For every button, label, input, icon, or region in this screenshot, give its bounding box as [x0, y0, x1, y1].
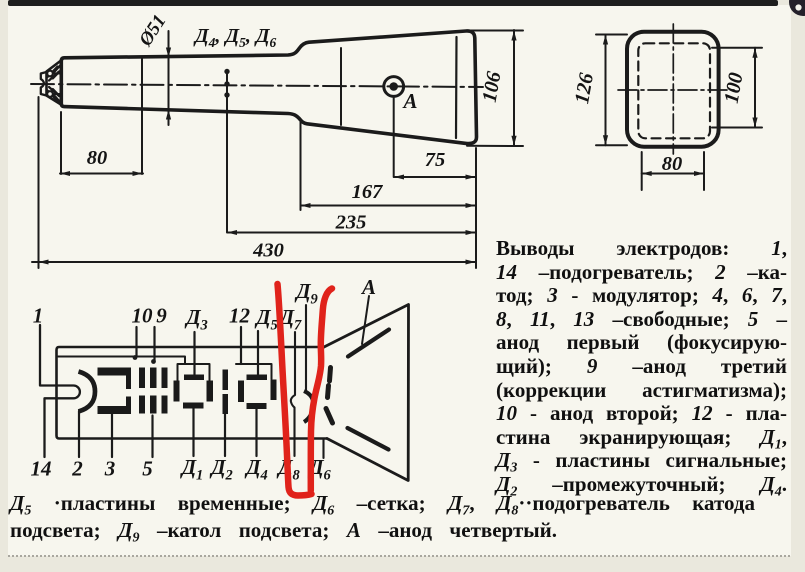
svg-text:106: 106 — [479, 69, 506, 104]
svg-text:Д4, Д5, Д6: Д4, Д5, Д6 — [193, 25, 277, 50]
svg-text:80: 80 — [662, 153, 683, 175]
svg-text:3: 3 — [104, 457, 116, 481]
svg-text:430: 430 — [252, 240, 284, 262]
svg-text:Д4: Д4 — [244, 455, 268, 484]
svg-text:Д9: Д9 — [294, 279, 318, 308]
svg-text:9: 9 — [156, 304, 167, 328]
svg-text:1: 1 — [33, 304, 44, 328]
svg-text:167: 167 — [352, 181, 384, 203]
svg-text:235: 235 — [335, 212, 367, 234]
svg-text:12: 12 — [229, 304, 251, 328]
svg-text:Д2: Д2 — [209, 455, 233, 484]
svg-text:Д1: Д1 — [180, 455, 204, 484]
svg-text:Д5: Д5 — [254, 305, 278, 334]
svg-text:А: А — [401, 89, 417, 113]
svg-text:А: А — [360, 275, 376, 299]
svg-text:100: 100 — [721, 71, 748, 105]
svg-text:14: 14 — [31, 457, 52, 481]
svg-text:Ø51: Ø51 — [135, 11, 171, 51]
svg-text:10: 10 — [132, 304, 154, 328]
svg-text:Д3: Д3 — [184, 305, 208, 334]
svg-text:75: 75 — [425, 149, 446, 171]
svg-text:2: 2 — [71, 457, 83, 481]
svg-text:126: 126 — [571, 71, 598, 106]
svg-text:80: 80 — [87, 147, 108, 169]
svg-text:5: 5 — [142, 457, 153, 481]
